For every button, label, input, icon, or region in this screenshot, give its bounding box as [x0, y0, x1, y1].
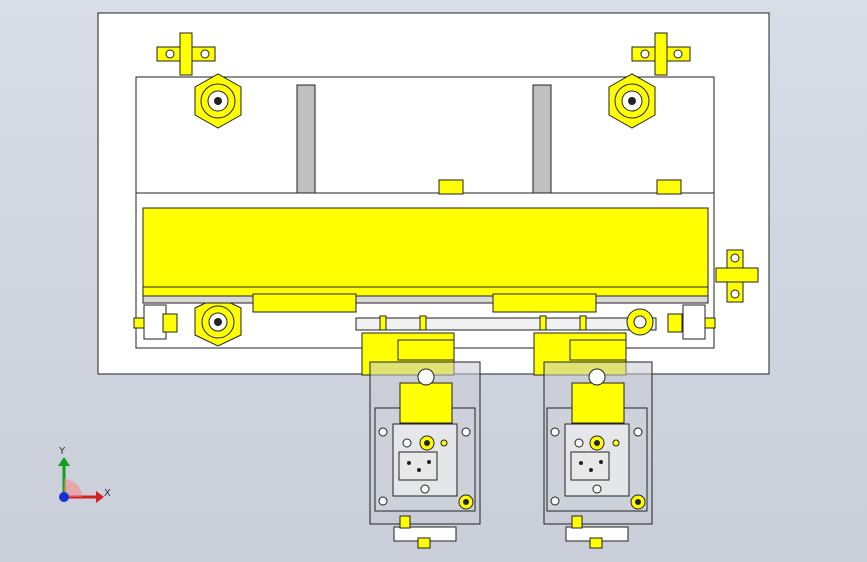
guide-slot-left [296, 84, 316, 194]
hex-nut-bottom-left [194, 296, 242, 347]
hex-nut-top-left [194, 73, 242, 129]
hex-nut-top-right [608, 73, 656, 129]
y-axis-label: Y [58, 446, 66, 457]
x-axis-label: X [104, 488, 111, 499]
small-nut-right [656, 179, 682, 195]
rail-screws [379, 315, 587, 331]
stopper-right [682, 304, 706, 340]
top-clamp-left [156, 32, 216, 76]
coordinate-triad[interactable]: X Y [58, 446, 111, 503]
small-nut-center [438, 179, 464, 195]
guide-slot-right [532, 84, 552, 194]
gripper-assembly-left [361, 332, 481, 549]
gripper-assembly-right [533, 332, 653, 549]
linear-rail [142, 295, 709, 304]
z-axis-point [59, 492, 69, 502]
rail-block-right [492, 293, 597, 313]
rail-block-left [252, 293, 357, 313]
side-clamp-right [715, 249, 759, 303]
linear-slide-carriage [142, 207, 709, 297]
lower-rail-strip [355, 317, 657, 331]
top-clamp-right [631, 32, 691, 76]
